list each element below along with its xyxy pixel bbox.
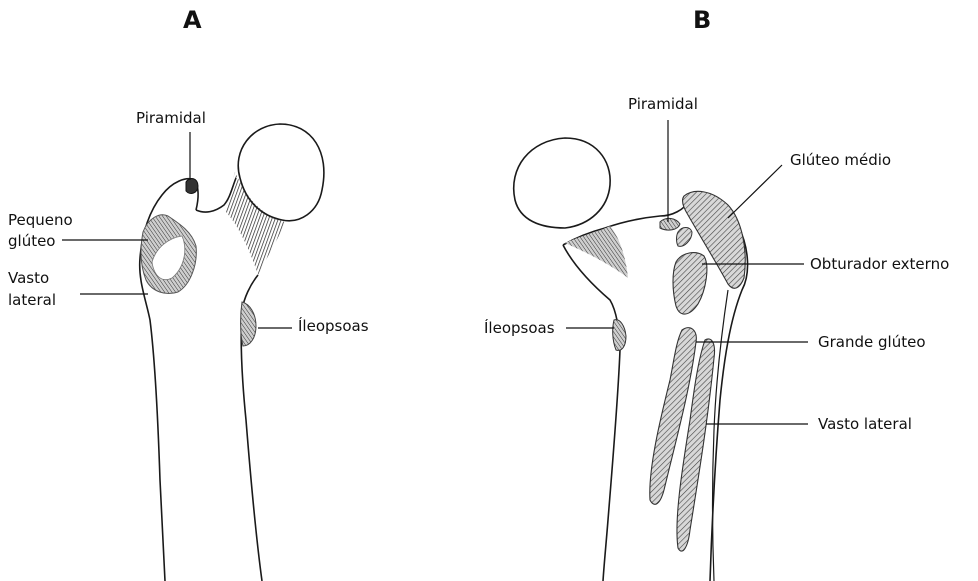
muscle-b-obturador-small	[677, 228, 693, 247]
label-b-grande-gluteo: Grande glúteo	[818, 332, 926, 352]
label-a-piramidal: Piramidal	[136, 108, 206, 128]
muscle-a-ileopsoas	[241, 302, 256, 346]
label-b-ileopsoas: Íleopsoas	[484, 318, 555, 338]
muscle-b-obturador-externo	[673, 253, 707, 314]
femur-a	[140, 124, 324, 581]
label-a-vasto-lateral-1: Vasto	[8, 268, 49, 288]
label-b-gluteo-medio: Glúteo médio	[790, 150, 891, 170]
femur-b-neck-shade	[565, 226, 628, 278]
femur-b-medial	[563, 245, 620, 581]
femur-b-linea-aspera	[713, 290, 729, 581]
muscle-b-ileopsoas	[613, 320, 626, 351]
label-b-obturador-externo: Obturador externo	[810, 254, 949, 274]
label-b-vasto-lateral: Vasto lateral	[818, 414, 912, 434]
label-a-vasto-lateral-2: lateral	[8, 290, 56, 310]
muscle-b-piramidal	[660, 218, 680, 230]
femur-b-head	[514, 138, 610, 228]
label-a-pequeno-gluteo-2: glúteo	[8, 231, 55, 251]
muscle-a-piramidal	[186, 179, 198, 194]
label-b-piramidal: Piramidal	[628, 94, 698, 114]
label-a-ileopsoas: Íleopsoas	[298, 316, 369, 336]
label-a-pequeno-gluteo-1: Pequeno	[8, 210, 73, 230]
